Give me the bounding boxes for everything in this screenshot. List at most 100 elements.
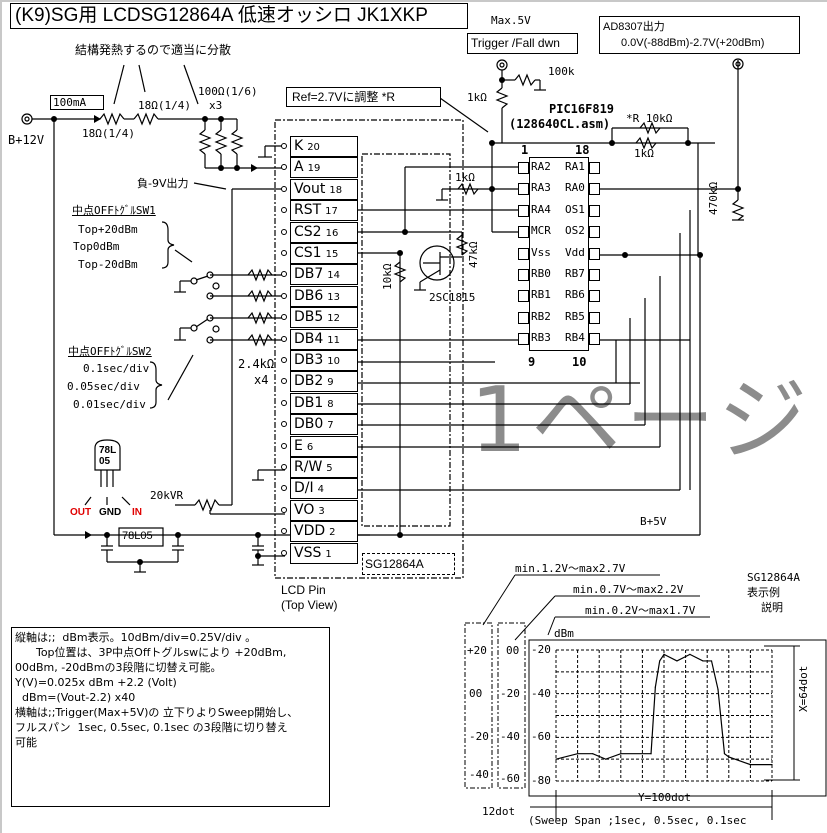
sw2-resistor-label: 2.4kΩ xyxy=(238,357,275,371)
pic-pin-stub xyxy=(518,290,529,302)
chart-frame xyxy=(528,639,827,797)
ad8307-output-box: AD8307出力 0.0V(-88dBm)-2.7V(+20dBm) xyxy=(599,16,800,54)
lcd-pin-number: 1 xyxy=(325,549,332,560)
lcd-pin-name: DB1 xyxy=(294,395,324,411)
pic-pin-stub xyxy=(589,290,600,302)
lcd-pin-terminal xyxy=(281,485,287,491)
page-edge xyxy=(0,0,2,833)
scale-a-box xyxy=(464,622,493,789)
lcd-pin-name: RST xyxy=(294,202,322,218)
pic-pin-left: RB2 xyxy=(531,310,551,323)
pic-pin-right: RB6 xyxy=(565,288,585,301)
lcd-pin-terminal xyxy=(281,250,287,256)
x-dimension-label: X=64dot xyxy=(797,665,810,712)
watermark: 1ページ xyxy=(470,368,812,473)
lcd-pin-number: 13 xyxy=(327,292,341,303)
pic-pin-stub xyxy=(589,312,600,324)
lcd-pin-terminal xyxy=(281,507,287,513)
pic-asm: (128640CL.asm) xyxy=(509,117,611,131)
lcd-pin-name: Vout xyxy=(294,181,326,197)
lcd-pin-terminal xyxy=(281,271,287,277)
note-line: 横軸は;;Trigger(Max+5V)の 立下りよりSweep開始し、 xyxy=(15,706,299,719)
pic-pin-left: RA3 xyxy=(531,181,551,194)
pic-pin-stub xyxy=(589,269,600,281)
lcd-pin-number: 17 xyxy=(325,206,338,217)
current-label: 100mA xyxy=(50,95,104,110)
lcd-pin-terminal xyxy=(281,229,287,235)
pic-pin-stub xyxy=(589,248,600,260)
chart-point xyxy=(717,688,719,690)
note-line: 縦軸は;; dBm表示。10dBm/div=0.25V/div 。 xyxy=(15,631,257,644)
trigger-series-resistor: 1kΩ xyxy=(467,91,487,104)
pic-pin-stub xyxy=(518,226,529,238)
lcd-pin-name: DB5 xyxy=(294,309,324,325)
lcd-pin-terminal xyxy=(281,186,287,192)
lcd-pin-name: A xyxy=(294,159,304,175)
reg-pin-gnd: GND xyxy=(99,507,122,518)
left-dimension-label: 12dot xyxy=(482,805,516,818)
lcd-pin-number: 15 xyxy=(325,249,339,260)
lcd-pin-terminal xyxy=(281,207,287,213)
chart-point xyxy=(749,764,752,766)
pic-pin-stub xyxy=(589,183,600,195)
lcd-pin-name: DB3 xyxy=(294,352,324,368)
chart-point xyxy=(663,653,665,655)
note-line: Top位置は、3P中点Offトグルswにより +20dBm, xyxy=(15,646,287,659)
pic-ra3-resistor: 1kΩ xyxy=(455,171,475,184)
lcd-pin-number: 10 xyxy=(327,356,341,367)
pic-pin-stub xyxy=(589,226,600,238)
display-title: SG12864A xyxy=(747,571,800,584)
lcd-pin-name: CS2 xyxy=(294,224,322,240)
lcd-pin-name: DB6 xyxy=(294,288,324,304)
supply-label: B+12V xyxy=(8,133,45,147)
sw2-resistor-count: x4 xyxy=(254,373,269,387)
lcd-pin-name: DB7 xyxy=(294,266,324,282)
lcd-pin-number: 9 xyxy=(327,377,334,388)
contrast-vr-label: 20kVR xyxy=(150,489,184,502)
pic-name: PIC16F819 xyxy=(549,102,615,116)
sw1-option[interactable]: Top+20dBm xyxy=(78,223,138,236)
sw2-option[interactable]: 0.01sec/div xyxy=(73,398,146,411)
r3-count: x3 xyxy=(209,99,223,112)
page-title: (K9)SG用 LCDSG12864A 低速オッシロ JK1XKP xyxy=(10,3,468,29)
trigger-input-box: Trigger /Fall dwn xyxy=(467,33,578,54)
sw1-option[interactable]: Top0dBm xyxy=(73,240,120,253)
lcd-pin-name: DB0 xyxy=(294,416,324,432)
sw1-option[interactable]: Top-20dBm xyxy=(78,258,138,271)
sw2-option[interactable]: 0.1sec/div xyxy=(83,362,150,375)
note-line: 可能 xyxy=(15,736,37,749)
lcd-pin-name: VSS xyxy=(294,545,322,561)
scale-a-tick: -40 xyxy=(469,768,489,781)
pic-pin-stub xyxy=(589,162,600,174)
lcd-module-label: SG12864A xyxy=(362,553,455,575)
scale-b-tick: -40 xyxy=(500,730,520,743)
pic-pin-stub xyxy=(518,248,529,260)
chart-point xyxy=(659,660,661,662)
note-line: dBm=(Vout-2.2) x40 xyxy=(15,691,136,704)
lcd-pin-terminal xyxy=(281,357,287,363)
lcd-pin-terminal xyxy=(281,164,287,170)
note-line: 00dBm, -20dBmの3段階に切替え可能。 xyxy=(15,661,222,674)
lcd-pin-name: CS1 xyxy=(294,245,322,261)
chart-ytick-label: -60 xyxy=(531,730,551,744)
lcd-pin-terminal xyxy=(281,378,287,384)
pic-pin-left: Vss xyxy=(531,246,551,259)
lcd-pin-terminal xyxy=(281,528,287,534)
range-note: min.0.7V～max2.2V xyxy=(573,583,684,596)
ref-adjust-note: Ref=2.7Vに調整 *R xyxy=(286,87,441,107)
lcd-pin-number: 18 xyxy=(329,185,343,196)
pic-pin-left: MCR xyxy=(531,224,551,237)
sw2-option[interactable]: 0.05sec/div xyxy=(67,380,140,393)
chart-point xyxy=(676,660,678,662)
scale-a-tick: 00 xyxy=(469,687,483,700)
chart-point xyxy=(592,753,594,755)
